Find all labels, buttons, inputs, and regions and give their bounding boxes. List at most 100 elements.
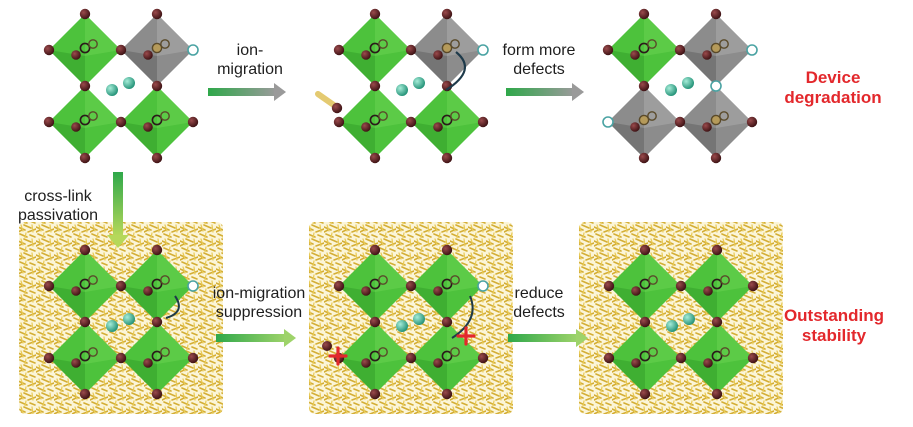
- vacancy-icon: [187, 44, 199, 56]
- vacancy-icon: [710, 80, 722, 92]
- halide-ion-icon: [151, 388, 163, 400]
- process-arrow: [107, 172, 129, 248]
- migration-path: [445, 51, 467, 91]
- halide-ion-icon: [79, 8, 91, 20]
- label-form-more-defects: form more defects: [502, 42, 576, 78]
- halide-ion-icon: [405, 116, 417, 128]
- cation-icon: [666, 320, 678, 332]
- halide-ion-icon: [79, 316, 91, 328]
- cation-icon: [413, 313, 425, 325]
- label-cross-link-passivation: cross-link passivation: [17, 188, 99, 224]
- halide-ion-icon: [477, 116, 489, 128]
- crystal-cell: [309, 222, 513, 414]
- halide-ion-icon: [322, 341, 332, 351]
- halide-ion-icon: [115, 44, 127, 56]
- halide-ion-icon: [151, 152, 163, 164]
- arrow-shaft: [506, 88, 574, 96]
- halide-ion-icon: [747, 280, 759, 292]
- polymer-network-icon: [579, 222, 783, 414]
- vacancy-icon: [187, 280, 199, 292]
- halide-ion-icon: [187, 352, 199, 364]
- cation-icon: [396, 320, 408, 332]
- halide-ion-icon: [151, 316, 163, 328]
- arrow-head-icon: [576, 329, 588, 347]
- halide-ion-icon: [603, 352, 615, 364]
- green-octahedron-icon: [49, 86, 121, 158]
- halide-ion-icon: [333, 116, 345, 128]
- halide-ion-icon: [638, 152, 650, 164]
- halide-ion-icon: [151, 8, 163, 20]
- halide-ion-icon: [711, 388, 723, 400]
- arrow-shaft: [113, 172, 123, 236]
- halide-ion-icon: [675, 352, 687, 364]
- green-octahedron-icon: [49, 14, 121, 86]
- halide-ion-icon: [369, 388, 381, 400]
- halide-ion-icon: [331, 102, 343, 114]
- halide-ion-icon: [441, 244, 453, 256]
- halide-ion-icon: [333, 44, 345, 56]
- halide-ion-icon: [79, 388, 91, 400]
- halide-ion-icon: [638, 80, 650, 92]
- crystal-cell: [602, 8, 758, 164]
- halide-ion-icon: [711, 316, 723, 328]
- cation-icon: [123, 313, 135, 325]
- cation-icon: [396, 84, 408, 96]
- defect-cross-icon: [328, 346, 348, 366]
- vacancy-icon: [477, 280, 489, 292]
- label-ion-migration: ion- migration: [217, 42, 283, 78]
- process-arrow: [506, 83, 584, 101]
- halide-ion-icon: [369, 244, 381, 256]
- cation-icon: [413, 77, 425, 89]
- halide-ion-icon: [638, 8, 650, 20]
- vacancy-icon: [477, 44, 489, 56]
- arrow-shaft: [508, 334, 578, 342]
- cation-icon: [106, 320, 118, 332]
- halide-ion-icon: [43, 352, 55, 364]
- label-outstanding-stability: Outstanding stability: [783, 306, 885, 345]
- cation-icon: [683, 313, 695, 325]
- halide-ion-icon: [187, 116, 199, 128]
- halide-ion-icon: [79, 80, 91, 92]
- halide-ion-icon: [43, 44, 55, 56]
- halide-ion-icon: [441, 8, 453, 20]
- halide-ion-icon: [369, 152, 381, 164]
- halide-ion-icon: [79, 152, 91, 164]
- vacancy-icon: [602, 116, 614, 128]
- defect-cross-icon: [456, 326, 476, 346]
- cation-icon: [123, 77, 135, 89]
- green-octahedron-icon: [411, 86, 483, 158]
- halide-ion-icon: [405, 280, 417, 292]
- label-ion-migration-suppression: ion-migration suppression: [212, 285, 306, 321]
- halide-ion-icon: [369, 8, 381, 20]
- cation-icon: [682, 77, 694, 89]
- label-device-degradation: Device degradation: [784, 68, 882, 107]
- halide-ion-icon: [674, 116, 686, 128]
- halide-ion-icon: [639, 388, 651, 400]
- halide-ion-icon: [333, 280, 345, 292]
- arrow-head-icon: [284, 329, 296, 347]
- polymer-network-icon: [309, 222, 513, 414]
- halide-ion-icon: [441, 152, 453, 164]
- halide-ion-icon: [43, 116, 55, 128]
- green-octahedron-icon: [339, 86, 411, 158]
- halide-ion-icon: [603, 280, 615, 292]
- crystal-cell: [43, 8, 199, 164]
- process-arrow: [208, 83, 286, 101]
- halide-ion-icon: [747, 352, 759, 364]
- green-octahedron-icon: [608, 14, 680, 86]
- arrow-head-icon: [107, 235, 129, 248]
- cation-icon: [106, 84, 118, 96]
- halide-ion-icon: [477, 352, 489, 364]
- halide-ion-icon: [115, 352, 127, 364]
- halide-ion-icon: [405, 44, 417, 56]
- arrow-shaft: [208, 88, 276, 96]
- halide-ion-icon: [151, 244, 163, 256]
- arrow-head-icon: [274, 83, 286, 101]
- halide-ion-icon: [639, 316, 651, 328]
- halide-ion-icon: [674, 44, 686, 56]
- vacancy-icon: [746, 44, 758, 56]
- label-reduce-defects: reduce defects: [513, 285, 565, 321]
- halide-ion-icon: [441, 388, 453, 400]
- crystal-cell: [333, 8, 489, 164]
